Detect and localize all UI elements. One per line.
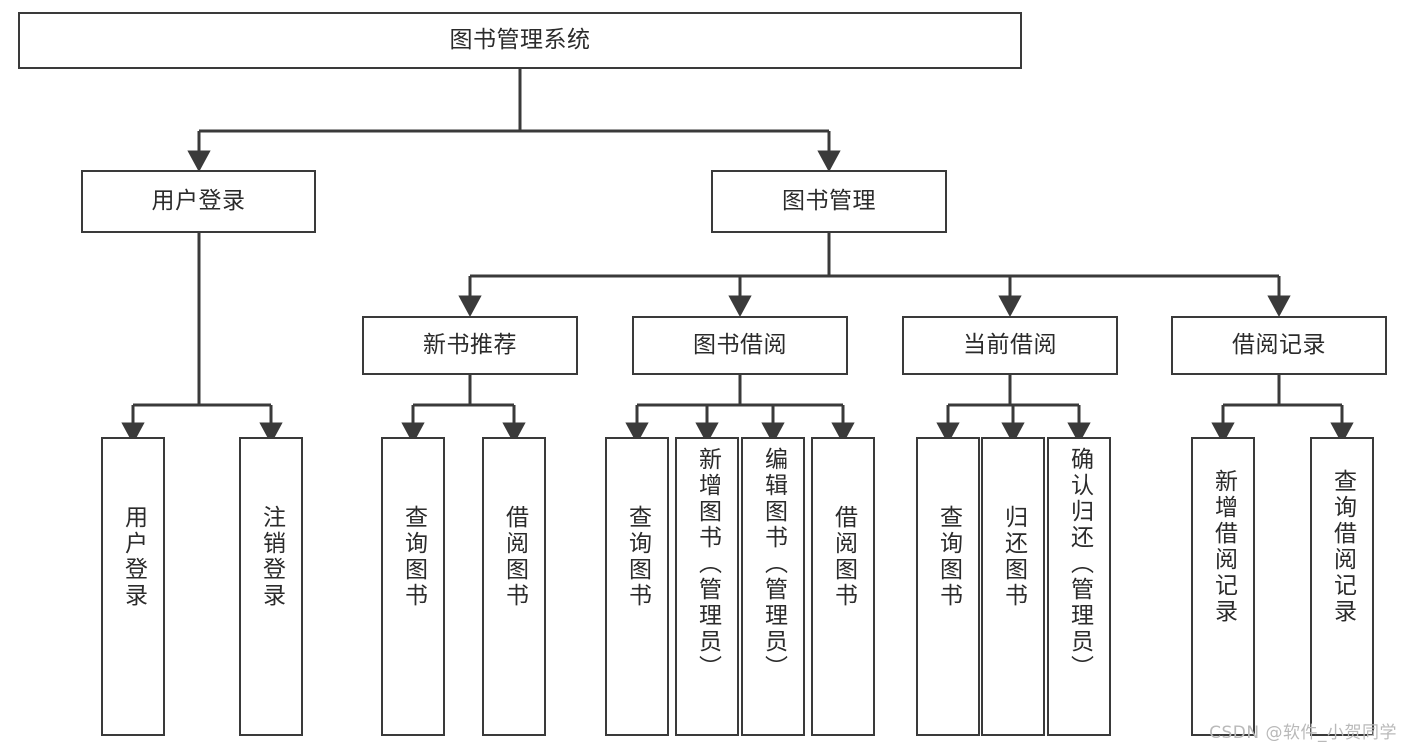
leaf-add-borrow-record[interactable]: 新增借阅记录 — [1191, 437, 1255, 736]
leaf-return-book[interactable]: 归还图书 — [981, 437, 1045, 736]
node-label: 借阅图书 — [830, 505, 857, 609]
node-label: 新书推荐 — [423, 332, 517, 359]
node-label: 新增借阅记录 — [1210, 469, 1237, 625]
node-label: 图书管理系统 — [449, 27, 591, 54]
node-label: 图书管理 — [782, 188, 876, 215]
node-user-login[interactable]: 用户登录 — [81, 170, 316, 233]
node-label: 查询图书 — [624, 505, 651, 609]
leaf-user-logout[interactable]: 注销登录 — [239, 437, 303, 736]
node-book-borrow[interactable]: 图书借阅 — [632, 316, 848, 375]
leaf-edit-book-admin[interactable]: 编辑图书（管理员） — [741, 437, 805, 736]
node-label: 图书借阅 — [693, 332, 787, 359]
node-current-borrow[interactable]: 当前借阅 — [902, 316, 1118, 375]
node-label: 当前借阅 — [963, 332, 1057, 359]
node-root-book-management-system[interactable]: 图书管理系统 — [18, 12, 1022, 69]
leaf-confirm-return-admin[interactable]: 确认归还（管理员） — [1047, 437, 1111, 736]
node-borrow-record[interactable]: 借阅记录 — [1171, 316, 1387, 375]
leaf-user-login[interactable]: 用户登录 — [101, 437, 165, 736]
leaf-query-borrow-record[interactable]: 查询借阅记录 — [1310, 437, 1374, 736]
node-label: 归还图书 — [1000, 505, 1027, 609]
leaf-query-book-borrow[interactable]: 查询图书 — [605, 437, 669, 736]
leaf-query-book-recommend[interactable]: 查询图书 — [381, 437, 445, 736]
leaf-add-book-admin[interactable]: 新增图书（管理员） — [675, 437, 739, 736]
node-label: 借阅图书 — [501, 505, 528, 609]
node-label: 编辑图书（管理员） — [760, 447, 787, 681]
node-label: 新增图书（管理员） — [694, 447, 721, 681]
node-book-management[interactable]: 图书管理 — [711, 170, 947, 233]
leaf-query-book-current[interactable]: 查询图书 — [916, 437, 980, 736]
node-label: 查询图书 — [400, 505, 427, 609]
leaf-borrow-book[interactable]: 借阅图书 — [811, 437, 875, 736]
node-label: 用户登录 — [120, 505, 147, 609]
node-label: 确认归还（管理员） — [1066, 447, 1093, 681]
node-label: 查询借阅记录 — [1329, 469, 1356, 625]
node-new-book-recommend[interactable]: 新书推荐 — [362, 316, 578, 375]
leaf-borrow-book-recommend[interactable]: 借阅图书 — [482, 437, 546, 736]
watermark-text: CSDN @软件_小贺同学 — [1209, 723, 1397, 743]
node-label: 查询图书 — [935, 505, 962, 609]
node-label: 注销登录 — [258, 505, 285, 609]
node-label: 用户登录 — [151, 188, 246, 215]
node-label: 借阅记录 — [1232, 332, 1326, 359]
